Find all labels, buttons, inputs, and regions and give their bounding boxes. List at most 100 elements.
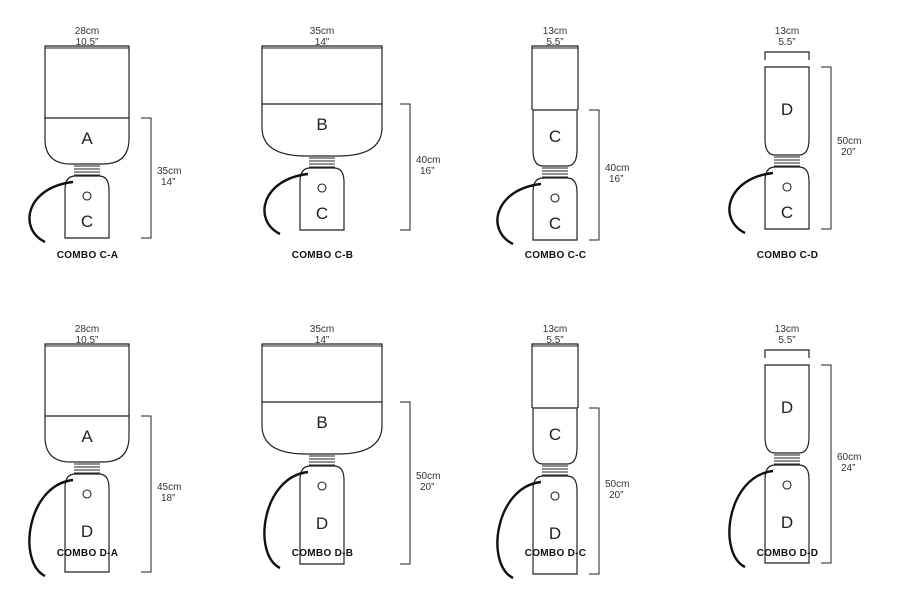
height-in: 20” bbox=[420, 482, 435, 493]
height-cm: 60cm bbox=[837, 452, 862, 463]
shade-outline bbox=[531, 45, 579, 110]
top-glass-letter: A bbox=[81, 129, 93, 148]
top-glass-body bbox=[44, 415, 130, 463]
combo-name: COMBO C-D bbox=[756, 250, 819, 261]
width-cm: 13cm bbox=[542, 26, 568, 37]
lamp-drawing bbox=[28, 343, 152, 578]
height-cm: 40cm bbox=[605, 163, 630, 174]
height-dimension-bracket bbox=[141, 117, 152, 239]
socket-circle bbox=[782, 480, 792, 490]
lamp-drawing bbox=[728, 51, 832, 235]
width-cm: 35cm bbox=[309, 26, 335, 37]
top-glass-body bbox=[261, 103, 383, 157]
bottom-glass-body bbox=[299, 465, 345, 565]
bottom-glass-body bbox=[532, 475, 578, 575]
width-in: 10.5” bbox=[75, 335, 99, 346]
lamp-drawing bbox=[261, 343, 411, 570]
width-in: 14” bbox=[314, 335, 330, 346]
bottom-glass-body bbox=[532, 177, 578, 241]
width-cm: 28cm bbox=[74, 26, 100, 37]
power-cord bbox=[496, 182, 542, 246]
height-dimension-bracket bbox=[821, 66, 832, 230]
height-in: 14” bbox=[161, 177, 176, 188]
height-dimension-bracket bbox=[141, 415, 152, 573]
socket-circle bbox=[317, 481, 327, 491]
power-cord bbox=[263, 172, 309, 236]
bottom-glass-letter: D bbox=[315, 514, 329, 533]
width-cm: 28cm bbox=[74, 324, 100, 335]
combo-name: COMBO C-C bbox=[524, 250, 587, 261]
height-dimension-bracket bbox=[400, 401, 411, 565]
power-cord bbox=[28, 180, 74, 244]
top-glass-letter: B bbox=[316, 413, 328, 432]
bottom-glass-body bbox=[764, 464, 810, 564]
width-cm: 13cm bbox=[774, 324, 800, 335]
height-in: 16” bbox=[420, 166, 435, 177]
shade-outline bbox=[44, 45, 130, 118]
width-in: 10.5” bbox=[75, 37, 99, 48]
height-dimension-bracket bbox=[589, 407, 600, 575]
socket-circle bbox=[317, 183, 327, 193]
width-in: 5.5” bbox=[778, 335, 796, 346]
height-in: 16” bbox=[609, 174, 624, 185]
top-glass-body bbox=[532, 109, 578, 167]
bottom-glass-body bbox=[64, 175, 110, 239]
height-in: 18” bbox=[161, 493, 176, 504]
top-glass-body bbox=[764, 66, 810, 156]
height-in: 20” bbox=[609, 490, 624, 501]
socket-circle bbox=[550, 491, 560, 501]
combo-name: COMBO D-B bbox=[291, 548, 354, 559]
lamp-drawing bbox=[728, 349, 832, 569]
bottom-glass-letter: D bbox=[548, 524, 562, 543]
height-dimension-bracket bbox=[821, 364, 832, 564]
width-dimension-bracket bbox=[261, 47, 383, 56]
power-cord bbox=[728, 469, 774, 569]
top-glass-body bbox=[261, 401, 383, 455]
bottom-glass-letter: C bbox=[80, 212, 94, 231]
width-in: 14” bbox=[314, 37, 330, 48]
shade-bracket bbox=[764, 349, 810, 358]
top-glass-letter: D bbox=[780, 398, 794, 417]
shade-outline bbox=[531, 343, 579, 408]
width-dimension-bracket bbox=[44, 47, 130, 56]
shade-outline bbox=[261, 45, 383, 104]
height-dimension-bracket bbox=[589, 109, 600, 241]
height-cm: 40cm bbox=[416, 155, 441, 166]
width-dimension-bracket bbox=[531, 47, 579, 56]
bottom-glass-letter: C bbox=[780, 203, 794, 222]
lamp-drawing bbox=[261, 45, 411, 236]
bottom-glass-letter: D bbox=[80, 522, 94, 541]
combo-name: COMBO C-A bbox=[56, 250, 119, 261]
bottom-glass-letter: D bbox=[780, 513, 794, 532]
width-in: 5.5” bbox=[778, 37, 796, 48]
height-cm: 50cm bbox=[416, 471, 441, 482]
bottom-glass-letter: C bbox=[315, 204, 329, 223]
top-glass-letter: D bbox=[780, 100, 794, 119]
top-glass-body bbox=[532, 407, 578, 465]
socket-circle bbox=[82, 191, 92, 201]
combo-name: COMBO D-D bbox=[756, 548, 819, 559]
height-cm: 35cm bbox=[157, 166, 182, 177]
lamp-drawing bbox=[496, 45, 600, 246]
combo-name: COMBO D-C bbox=[524, 548, 587, 559]
socket-circle bbox=[82, 489, 92, 499]
socket-circle bbox=[782, 182, 792, 192]
width-cm: 35cm bbox=[309, 324, 335, 335]
